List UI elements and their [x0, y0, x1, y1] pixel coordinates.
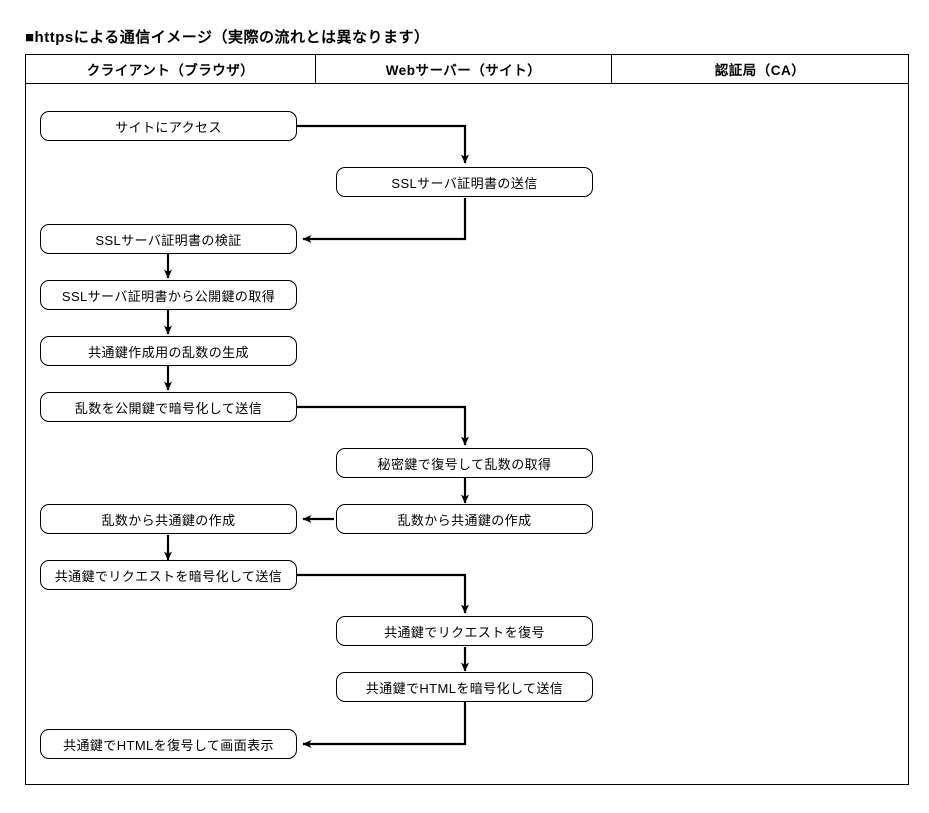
swimlane-table: クライアント（ブラウザ） Webサーバー（サイト） 認証局（CA）: [25, 54, 909, 785]
column-header-client: クライアント（ブラウザ）: [26, 55, 316, 83]
node-n3[interactable]: SSLサーバ証明書の検証: [40, 224, 297, 254]
node-n9[interactable]: 乱数から共通鍵の作成: [40, 504, 297, 534]
node-n6[interactable]: 乱数を公開鍵で暗号化して送信: [40, 392, 297, 422]
column-header-server: Webサーバー（サイト）: [316, 55, 612, 83]
node-n8[interactable]: 乱数から共通鍵の作成: [336, 504, 593, 534]
node-n4[interactable]: SSLサーバ証明書から公開鍵の取得: [40, 280, 297, 310]
column-header-row: クライアント（ブラウザ） Webサーバー（サイト） 認証局（CA）: [26, 55, 908, 84]
node-n13[interactable]: 共通鍵でHTMLを復号して画面表示: [40, 729, 297, 759]
node-n5[interactable]: 共通鍵作成用の乱数の生成: [40, 336, 297, 366]
node-n2[interactable]: SSLサーバ証明書の送信: [336, 167, 593, 197]
node-n7[interactable]: 秘密鍵で復号して乱数の取得: [336, 448, 593, 478]
node-n10[interactable]: 共通鍵でリクエストを暗号化して送信: [40, 560, 297, 590]
node-n1[interactable]: サイトにアクセス: [40, 111, 297, 141]
node-n12[interactable]: 共通鍵でHTMLを暗号化して送信: [336, 672, 593, 702]
page-title: ■httpsによる通信イメージ（実際の流れとは異なります）: [25, 29, 430, 46]
node-n11[interactable]: 共通鍵でリクエストを復号: [336, 616, 593, 646]
column-header-ca: 認証局（CA）: [714, 63, 806, 78]
